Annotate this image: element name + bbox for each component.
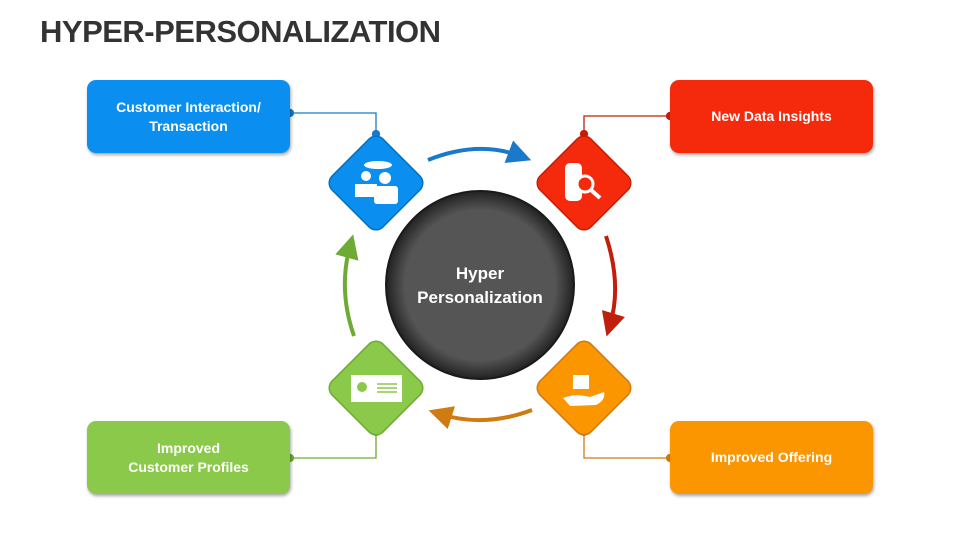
gift-hand-icon bbox=[563, 375, 605, 406]
connector-orange bbox=[579, 427, 675, 463]
step-new-data-insights: New Data Insights bbox=[670, 80, 873, 153]
page-title: HYPER-PERSONALIZATION bbox=[40, 14, 441, 49]
diamond-red bbox=[536, 135, 632, 231]
center-circle bbox=[385, 190, 575, 380]
connector-red bbox=[579, 111, 675, 139]
center-line-1: Hyper bbox=[455, 264, 505, 283]
arrow-orange bbox=[428, 406, 533, 430]
diamond-green bbox=[328, 340, 424, 436]
arrow-blue bbox=[427, 140, 532, 163]
step-improved-customer-profiles: Improved Customer Profiles bbox=[87, 421, 290, 494]
diamond-blue bbox=[328, 135, 424, 231]
diamond-orange bbox=[536, 340, 632, 436]
arrow-red bbox=[601, 235, 625, 337]
step-customer-interaction: Customer Interaction/ Transaction bbox=[87, 80, 290, 153]
connector-green bbox=[285, 427, 381, 463]
center-line-2: Personalization bbox=[417, 288, 543, 307]
profile-card-icon bbox=[351, 375, 402, 402]
database-search-icon bbox=[565, 163, 602, 201]
step-improved-offering: Improved Offering bbox=[670, 421, 873, 494]
arrow-green bbox=[335, 234, 359, 337]
connector-blue bbox=[285, 108, 381, 139]
customer-interaction-icon bbox=[355, 161, 398, 204]
center-label: Hyper Personalization bbox=[387, 262, 573, 310]
